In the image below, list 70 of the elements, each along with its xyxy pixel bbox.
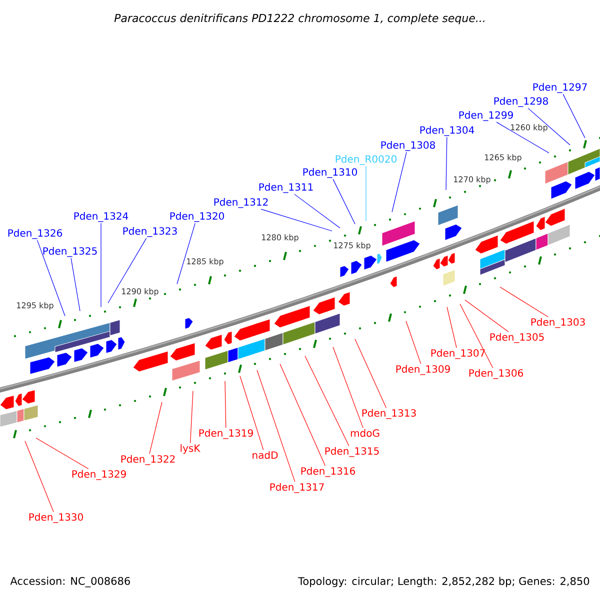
leader-line xyxy=(496,122,550,154)
gene-label: Pden_R0020 xyxy=(336,155,396,165)
gene-label: Pden_1310 xyxy=(303,168,357,178)
gene-label: Pden_1303 xyxy=(531,318,585,328)
gene-label: Pden_1324 xyxy=(74,212,128,222)
scale-label: 1260 kbp xyxy=(511,124,548,132)
leader-line xyxy=(446,136,448,190)
scale-label: 1285 kbp xyxy=(187,258,224,266)
gene-label: nadD xyxy=(252,451,278,459)
leader-line xyxy=(176,222,196,284)
gene-label: Pden_1309 xyxy=(396,365,450,375)
gene-label: Pden_1319 xyxy=(199,429,253,439)
leader-line xyxy=(528,108,570,146)
gene-label: Pden_1316 xyxy=(301,467,356,477)
leader-line xyxy=(260,208,332,232)
gene-label: Pden_1330 xyxy=(29,513,83,523)
leader-line xyxy=(500,286,548,318)
leader-line xyxy=(100,222,102,308)
gene-label: Pden_1329 xyxy=(72,470,126,480)
gene-label: Pden_1306 xyxy=(469,369,524,379)
gene-label: Pden_1308 xyxy=(381,141,435,151)
footer-text: Accession: NC_008686 xyxy=(10,576,130,588)
scale-label: 1275 kbp xyxy=(334,242,370,250)
leader-line xyxy=(190,390,194,444)
scale-label: 1280 kbp xyxy=(262,234,298,242)
scale-label: 1295 kbp xyxy=(17,302,54,310)
leader-line xyxy=(304,356,350,446)
scale-label: 1290 kbp xyxy=(122,288,158,296)
gene-label: Pden_1315 xyxy=(325,447,379,457)
leader-line xyxy=(24,440,54,512)
gene-label: Pden_1304 xyxy=(420,126,474,136)
gene-label: lysK xyxy=(180,444,200,454)
leader-line xyxy=(354,338,386,408)
gene-label: Pden_1313 xyxy=(362,409,416,419)
gene-label: Pden_1305 xyxy=(490,333,544,343)
leader-line xyxy=(460,304,494,368)
gene-label: Pden_1297 xyxy=(533,83,587,93)
leader-line xyxy=(36,438,89,470)
gene-label: Pden_1311 xyxy=(259,183,313,193)
gene-label: mdoG xyxy=(350,429,380,437)
gene-label: Pden_1325 xyxy=(43,247,97,257)
leader-line xyxy=(108,238,147,304)
title: Paracoccus denitrificans PD1222 chromosome 1, complete seque... xyxy=(114,14,484,24)
leader-line xyxy=(36,240,66,316)
leader-line xyxy=(294,194,340,228)
gene-label: Pden_1299 xyxy=(459,111,513,121)
leader-line xyxy=(562,94,586,138)
gene-label: Pden_1307 xyxy=(431,349,485,359)
gene-label: Pden_1298 xyxy=(494,97,548,107)
gene-label: Pden_1326 xyxy=(8,229,62,239)
leader-line xyxy=(392,152,407,212)
scale-label: 1270 kbp xyxy=(454,176,490,184)
footer-text: Topology: circular; Length: 2,852,282 bp; Genes: 2,850 xyxy=(298,576,590,588)
leader-line xyxy=(464,300,509,332)
gene-label: Pden_1312 xyxy=(214,198,268,208)
gene-label: Pden_1322 xyxy=(121,455,175,465)
scale-label: 1265 kbp xyxy=(485,154,522,162)
leader-line xyxy=(149,402,162,454)
gene-label: Pden_1317 xyxy=(270,483,324,493)
leader-line xyxy=(332,178,356,224)
gene-label: Pden_1323 xyxy=(123,227,177,237)
leader-line xyxy=(280,364,326,466)
leader-line xyxy=(446,306,457,348)
leader-line xyxy=(406,320,422,364)
leader-line xyxy=(240,376,264,450)
leader-line xyxy=(70,258,80,312)
leader-line xyxy=(224,380,226,428)
leader-line xyxy=(332,346,364,428)
gene-label: Pden_1320 xyxy=(170,212,224,222)
leader-line xyxy=(256,370,296,482)
